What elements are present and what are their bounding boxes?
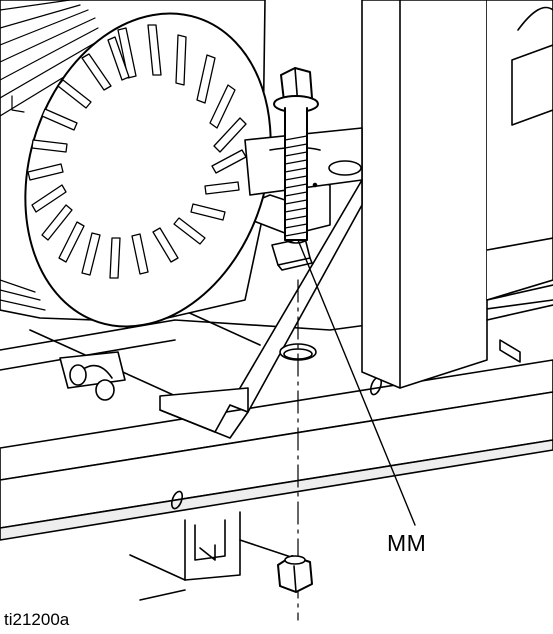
figure-id-label: ti21200a xyxy=(4,610,70,629)
lower-bracket xyxy=(129,511,301,601)
vertical-post xyxy=(319,0,553,389)
callout-label-mm: MM xyxy=(387,530,427,556)
motor xyxy=(0,0,331,328)
frame-rail xyxy=(0,359,553,541)
motor-fan-cover-icon xyxy=(24,12,272,328)
callout-leader-line xyxy=(297,239,416,526)
hex-nut-icon xyxy=(277,555,313,593)
caster-wheel xyxy=(59,351,126,401)
hex-flange-bolt-icon xyxy=(273,67,319,244)
